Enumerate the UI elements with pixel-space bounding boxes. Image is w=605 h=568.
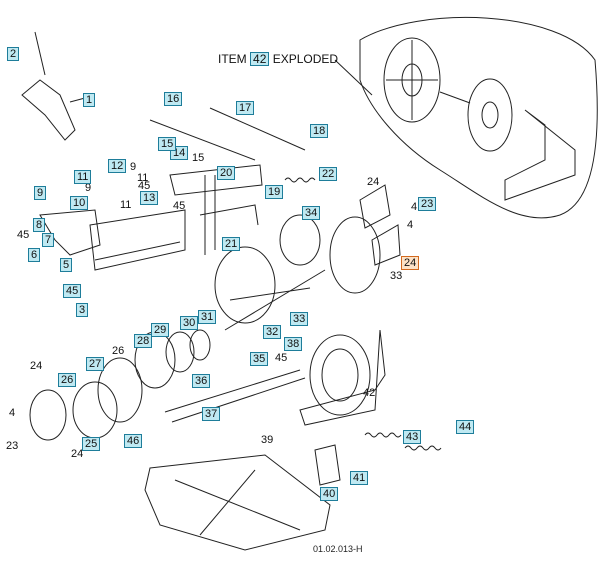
callout-24[interactable]: 24 [30, 360, 43, 372]
callout-7[interactable]: 7 [42, 233, 55, 247]
callout-8[interactable]: 8 [33, 218, 46, 232]
spring-22 [284, 177, 316, 183]
callout-23[interactable]: 23 [418, 197, 437, 211]
exploded-view-outline [359, 16, 598, 219]
callout-23[interactable]: 23 [6, 440, 19, 452]
rod-16 [149, 119, 256, 161]
housing-42 [299, 329, 386, 426]
flange-24 [359, 184, 391, 229]
callout-1[interactable]: 1 [83, 93, 96, 107]
callout-11[interactable]: 11 [120, 199, 132, 211]
flange-24b [371, 224, 401, 266]
callout-40[interactable]: 40 [320, 487, 339, 501]
callout-45[interactable]: 45 [63, 284, 82, 298]
callout-19[interactable]: 19 [265, 185, 284, 199]
callout-18[interactable]: 18 [310, 124, 329, 138]
callout-35[interactable]: 35 [250, 352, 269, 366]
callout-4[interactable]: 4 [9, 407, 16, 419]
disc-26 [72, 381, 118, 439]
callout-21[interactable]: 21 [222, 237, 241, 251]
item-number-callout[interactable]: 42 [250, 52, 270, 66]
callout-2[interactable]: 2 [7, 47, 20, 61]
callout-15[interactable]: 15 [158, 137, 177, 151]
callout-24[interactable]: 24 [71, 448, 84, 460]
callout-3[interactable]: 3 [76, 303, 89, 317]
callout-45[interactable]: 45 [275, 352, 288, 364]
callout-20[interactable]: 20 [217, 166, 236, 180]
spring-43 [364, 432, 402, 438]
shaft-37 [164, 369, 301, 413]
callout-27[interactable]: 27 [86, 357, 105, 371]
callout-22[interactable]: 22 [319, 167, 338, 181]
callout-24-highlighted[interactable]: 24 [401, 256, 420, 270]
callout-33[interactable]: 33 [290, 312, 309, 326]
callout-9[interactable]: 9 [130, 161, 137, 173]
callout-26[interactable]: 26 [112, 345, 125, 357]
bracket-19 [169, 164, 263, 196]
callout-9[interactable]: 9 [34, 186, 47, 200]
callout-43[interactable]: 43 [403, 430, 422, 444]
side-plate [89, 209, 186, 271]
link-21 [199, 204, 259, 226]
callout-13[interactable]: 13 [140, 191, 159, 205]
callout-26[interactable]: 26 [58, 373, 77, 387]
sprocket-34 [279, 214, 321, 266]
chain-33 [214, 246, 276, 324]
ring-30 [189, 329, 211, 361]
disc-27 [97, 357, 143, 423]
exploded-item-label: ITEM 42 EXPLODED [218, 52, 338, 66]
bracket-20 [204, 175, 216, 255]
callout-38[interactable]: 38 [284, 337, 303, 351]
hub-29 [165, 331, 195, 373]
callout-12[interactable]: 12 [108, 159, 127, 173]
chain-33b [329, 216, 381, 294]
callout-46[interactable]: 46 [124, 434, 143, 448]
callout-4[interactable]: 4 [411, 201, 418, 213]
item-prefix: ITEM [218, 52, 247, 66]
callout-33[interactable]: 33 [390, 270, 403, 282]
control-lever [21, 31, 76, 141]
callout-5[interactable]: 5 [60, 258, 73, 272]
exploded-leader [334, 59, 373, 96]
callout-31[interactable]: 31 [198, 310, 217, 324]
callout-45[interactable]: 45 [138, 180, 151, 192]
flange-left-24 [29, 389, 67, 441]
base-plate-40 [144, 454, 331, 551]
callout-36[interactable]: 36 [192, 374, 211, 388]
callout-41[interactable]: 41 [350, 471, 369, 485]
callout-11[interactable]: 11 [74, 170, 92, 184]
shaft-32 [224, 269, 326, 331]
callout-39[interactable]: 39 [261, 434, 274, 446]
rod-17 [209, 107, 306, 151]
item-suffix: EXPLODED [272, 52, 339, 66]
callout-4[interactable]: 4 [407, 219, 414, 231]
exploded-wheel-rim [383, 37, 441, 123]
callout-9[interactable]: 9 [85, 182, 92, 194]
callout-25[interactable]: 25 [82, 437, 101, 451]
drawing-code: 01.02.013-H [313, 544, 363, 554]
callout-11[interactable]: 11 [137, 172, 149, 184]
callout-10[interactable]: 10 [70, 196, 89, 210]
callout-34[interactable]: 34 [302, 206, 321, 220]
wheel-42 [309, 334, 371, 416]
spring-44 [404, 445, 442, 451]
callout-17[interactable]: 17 [236, 101, 255, 115]
bracket-41 [314, 444, 341, 486]
callout-30[interactable]: 30 [180, 316, 199, 330]
callout-6[interactable]: 6 [28, 248, 41, 262]
callout-32[interactable]: 32 [263, 325, 282, 339]
exploded-pulley [467, 78, 513, 152]
callout-16[interactable]: 16 [164, 92, 183, 106]
callout-29[interactable]: 29 [151, 323, 170, 337]
exploded-bracket [504, 109, 576, 201]
callout-37[interactable]: 37 [202, 407, 221, 421]
callout-45[interactable]: 45 [17, 229, 30, 241]
callout-28[interactable]: 28 [134, 334, 153, 348]
callout-45[interactable]: 45 [173, 200, 186, 212]
callout-24[interactable]: 24 [367, 176, 380, 188]
callout-42[interactable]: 42 [363, 387, 376, 399]
callout-15[interactable]: 15 [192, 152, 205, 164]
callout-44[interactable]: 44 [456, 420, 475, 434]
